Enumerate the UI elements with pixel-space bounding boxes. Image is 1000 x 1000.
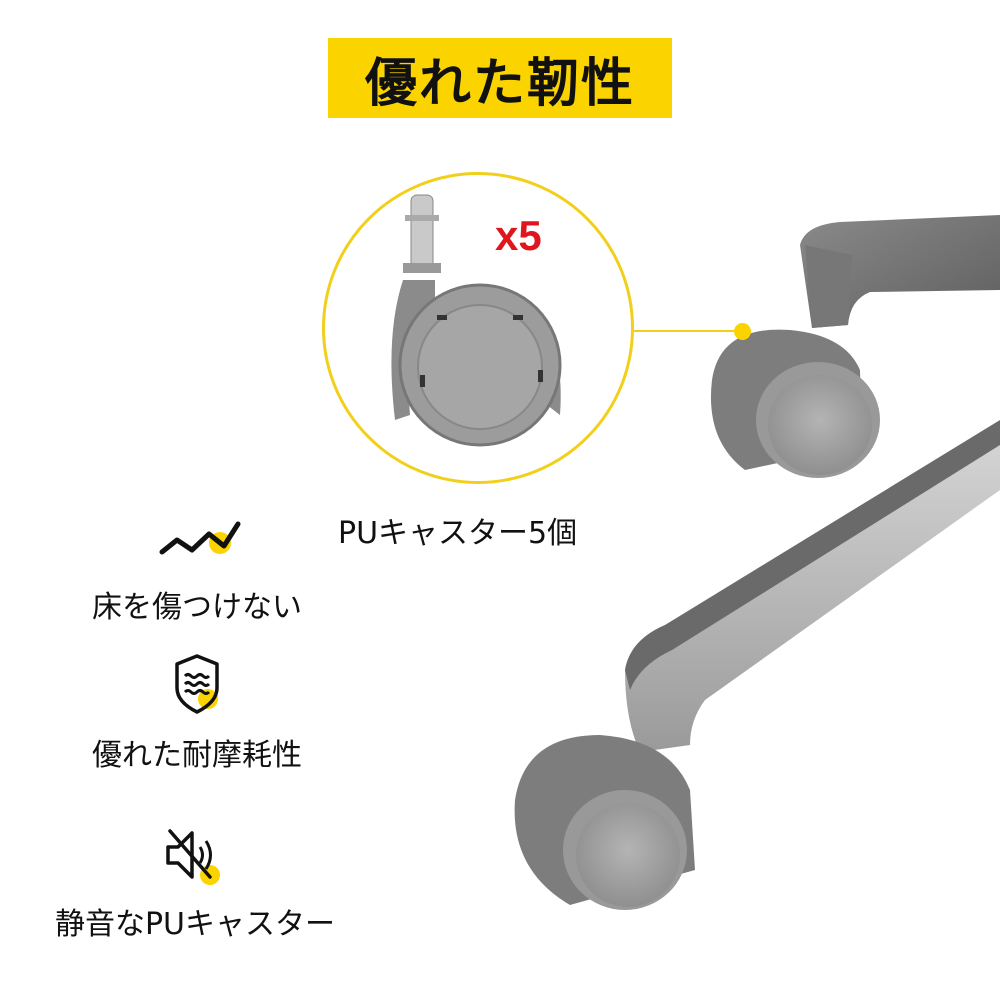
- callout-connector-dot: [734, 323, 751, 340]
- feature-quiet-casters: 静音なPUキャスター: [30, 825, 360, 943]
- page-title: 優れた靭性: [364, 53, 635, 114]
- feature-label: 床を傷つけない: [92, 590, 302, 625]
- feature-floor-protection: 床を傷つけない: [62, 510, 332, 626]
- feature-label: 静音なPUキャスター: [54, 907, 336, 942]
- caster-closeup-image: [391, 194, 562, 447]
- caster-zoom-callout: [322, 172, 634, 484]
- shield-waves-icon: [175, 654, 219, 714]
- feature-label: 優れた耐摩耗性: [92, 738, 302, 773]
- caster-count-caption: PUキャスター5個: [338, 516, 578, 551]
- quantity-label: x5: [495, 212, 542, 259]
- zigzag-line-icon: [159, 521, 241, 555]
- speaker-mute-icon: [166, 829, 220, 885]
- feature-wear-resistance: 優れた耐摩耗性: [62, 652, 332, 774]
- callout-connector-line: [634, 330, 742, 332]
- title-banner: 優れた靭性: [328, 38, 672, 118]
